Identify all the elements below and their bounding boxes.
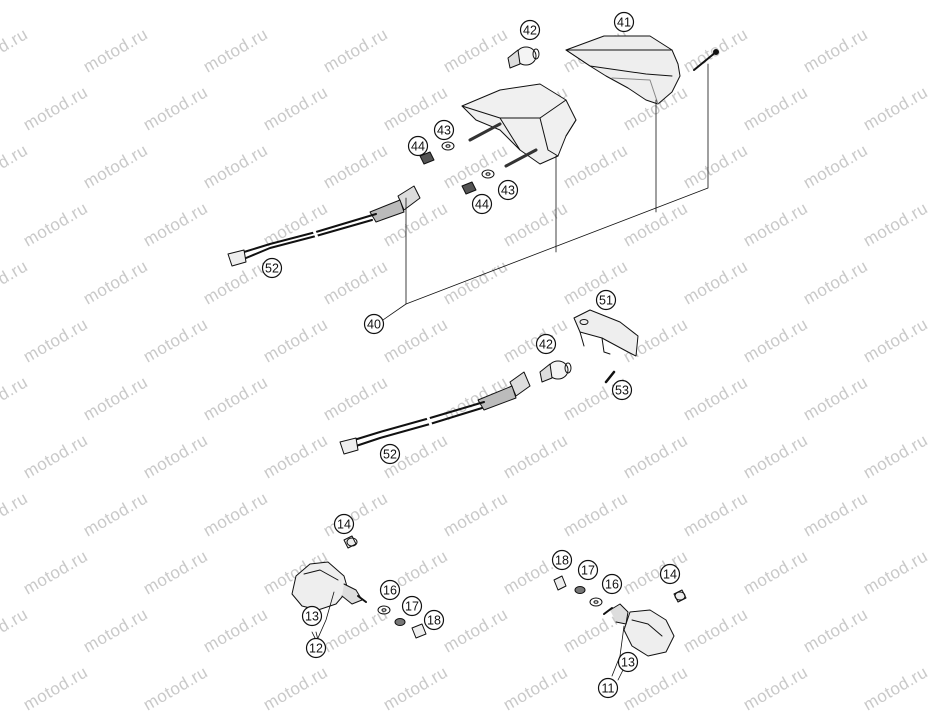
callout-label: 18 <box>555 554 569 568</box>
callout-circle <box>659 563 681 585</box>
callout-circle <box>301 605 323 627</box>
callout-44: 44 <box>471 193 493 215</box>
top-fasteners <box>419 141 495 195</box>
callout-circle <box>551 549 573 571</box>
callout-circle <box>613 11 635 33</box>
callout-label: 44 <box>411 140 425 154</box>
callout-circle <box>519 19 541 41</box>
callout-16: 16 <box>379 579 401 601</box>
callout-14: 14 <box>659 563 681 585</box>
callout-label: 44 <box>475 198 489 212</box>
callout-circle <box>379 443 401 465</box>
callout-label: 40 <box>367 318 381 332</box>
callout-label: 16 <box>383 584 397 598</box>
studs <box>468 122 538 168</box>
callout-16: 16 <box>601 573 623 595</box>
callout-17: 17 <box>401 595 423 617</box>
left-bulb <box>343 535 358 549</box>
callout-label: 18 <box>427 614 441 628</box>
callout-label: 13 <box>305 610 319 624</box>
callout-13: 13 <box>617 651 639 673</box>
callout-label: 53 <box>615 384 629 398</box>
callout-circle <box>617 651 639 673</box>
callout-label: 52 <box>383 448 397 462</box>
callout-circle <box>597 677 619 699</box>
callout-circle <box>577 559 599 581</box>
right-fasteners <box>553 575 603 607</box>
callout-13: 13 <box>301 605 323 627</box>
callout-label: 41 <box>617 16 631 30</box>
callout-42: 42 <box>535 333 557 355</box>
callout-51: 51 <box>595 289 617 311</box>
bulb-top <box>507 46 540 69</box>
callout-53: 53 <box>611 379 633 401</box>
callout-circle <box>261 257 283 279</box>
callout-circle <box>595 289 617 311</box>
callout-label: 17 <box>405 600 419 614</box>
callout-label: 13 <box>621 656 635 670</box>
callout-41: 41 <box>613 11 635 33</box>
callout-circle <box>497 179 519 201</box>
callout-label: 42 <box>523 24 537 38</box>
callout-circle <box>433 119 455 141</box>
callout-circle <box>407 135 429 157</box>
callout-label: 16 <box>605 578 619 592</box>
right-turn-signal <box>603 603 675 657</box>
tail-light-lens <box>565 35 681 105</box>
callout-52: 52 <box>261 257 283 279</box>
callout-17: 17 <box>577 559 599 581</box>
callout-circle <box>611 379 633 401</box>
callout-circle <box>535 333 557 355</box>
callout-label: 12 <box>309 642 323 656</box>
callout-11: 11 <box>597 677 619 699</box>
callout-label: 11 <box>602 682 615 696</box>
leader-lines-top <box>379 63 709 323</box>
left-fasteners <box>377 605 427 639</box>
callout-43: 43 <box>497 179 519 201</box>
callout-label: 43 <box>437 124 451 138</box>
mid-socket-cable <box>339 371 531 455</box>
callout-label: 14 <box>337 518 351 532</box>
callout-14: 14 <box>333 513 355 535</box>
callout-label: 43 <box>501 184 515 198</box>
callout-circle <box>601 573 623 595</box>
plate-light-bracket <box>573 309 639 357</box>
callout-circle <box>423 609 445 631</box>
top-socket-cable <box>227 185 421 267</box>
callout-43: 43 <box>433 119 455 141</box>
tail-light-housing <box>461 83 577 165</box>
callout-44: 44 <box>407 135 429 157</box>
callout-circle <box>379 579 401 601</box>
lens-screw <box>693 49 719 71</box>
callout-label: 52 <box>265 262 279 276</box>
callout-42: 42 <box>519 19 541 41</box>
callout-52: 52 <box>379 443 401 465</box>
callout-18: 18 <box>551 549 573 571</box>
callout-circle <box>471 193 493 215</box>
callout-label: 51 <box>599 294 613 308</box>
callout-40: 40 <box>363 313 385 335</box>
callout-label: 17 <box>581 564 595 578</box>
callout-12: 12 <box>305 637 327 659</box>
callout-label: 14 <box>663 568 677 582</box>
callout-18: 18 <box>423 609 445 631</box>
right-bulb <box>673 589 687 603</box>
bracket-screw <box>604 370 616 384</box>
callout-circle <box>363 313 385 335</box>
callout-circle <box>401 595 423 617</box>
callout-circle <box>333 513 355 535</box>
callout-label: 42 <box>539 338 553 352</box>
bulb-mid <box>539 360 572 383</box>
callout-circle <box>305 637 327 659</box>
left-turn-signal <box>291 561 367 611</box>
